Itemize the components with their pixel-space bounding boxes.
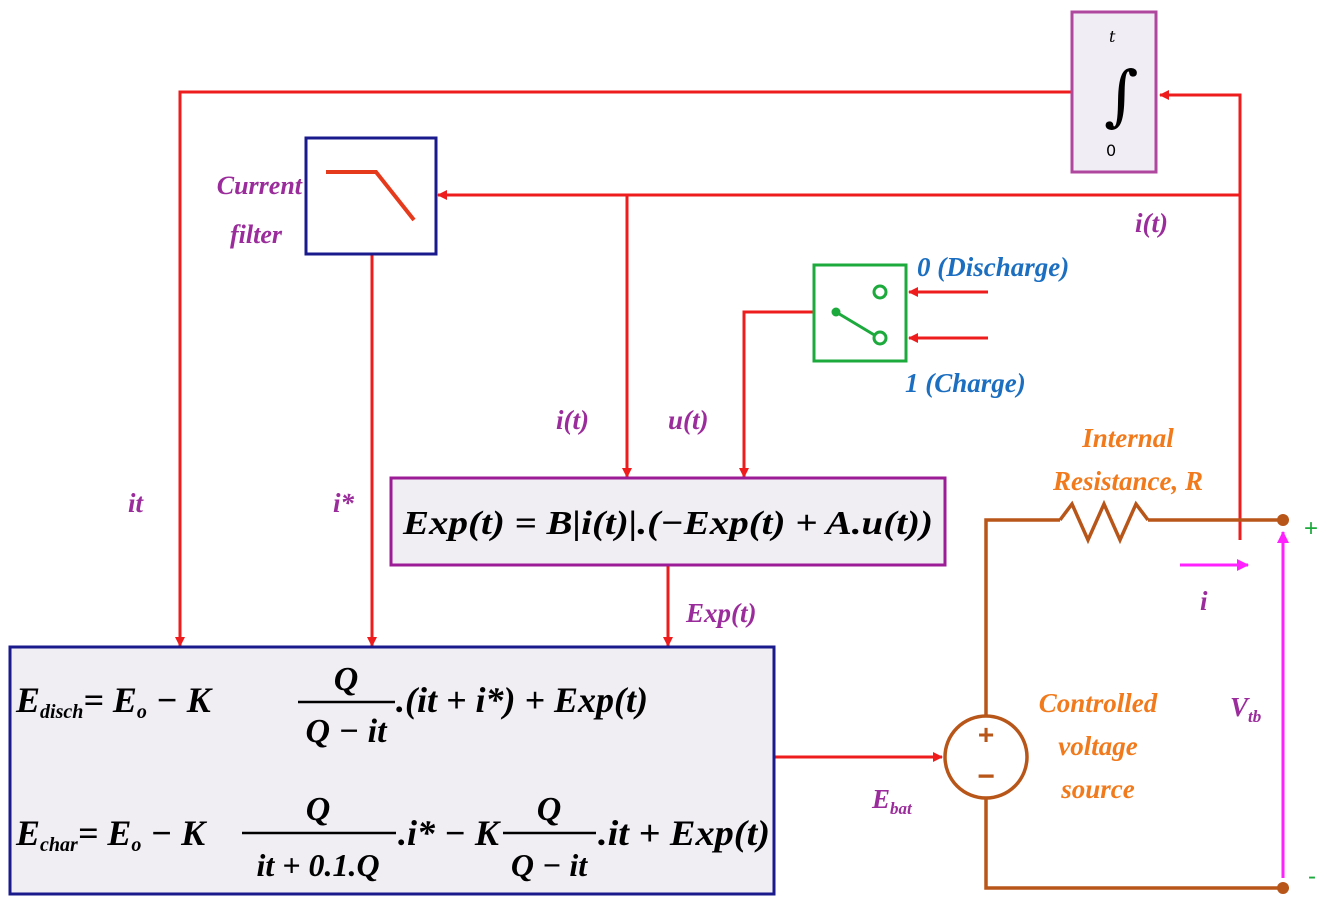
discharge-lhs-sub: disch (40, 701, 83, 723)
wire-u (739, 310, 834, 478)
discharge-lhs: E (15, 680, 40, 720)
charge-lhs-sub: char (40, 834, 78, 856)
minus-terminal-label: - (1308, 863, 1316, 890)
wire-i-to-integrator (1159, 90, 1242, 540)
discharge-k: − K (147, 680, 214, 720)
label-u-t: u(t) (668, 405, 709, 435)
charge-mid: .i* − K (398, 813, 502, 853)
vtb-label: Vtb (1230, 692, 1261, 726)
label-istar: i* (333, 488, 355, 518)
label-exp-t: Exp(t) (685, 598, 757, 628)
switch-label-charge: 1 (Charge) (905, 368, 1026, 398)
controlled-voltage-source (943, 714, 1029, 800)
integrator-upper-limit: t (1109, 27, 1116, 46)
source-minus-sign: − (977, 760, 995, 793)
terminal-plus-dot (1277, 514, 1289, 526)
current-label: i (1200, 586, 1208, 616)
discharge-equation: Edisch= Eo − K Q Q − it .(it + i*) + Exp… (15, 661, 648, 750)
label-i-t-mid: i(t) (556, 405, 589, 435)
terminal-minus-dot (1277, 882, 1289, 894)
switch-contact-0 (872, 284, 888, 300)
charge-frac1-den: it + 0.1.Q (256, 847, 379, 883)
discharge-frac-den: Q − it (305, 713, 388, 750)
source-label-2: voltage (1058, 731, 1137, 761)
circuit-wires (984, 499, 1283, 890)
source-label-1: Controlled (1039, 688, 1158, 718)
charge-eo: = E (78, 813, 132, 853)
source-plus-sign: + (978, 719, 994, 750)
label-ebat: Ebat (871, 784, 913, 818)
exp-block[interactable] (389, 476, 947, 567)
charge-equation: Echar= Eo − K Q it + 0.1.Q .i* − K Q Q −… (15, 791, 770, 883)
exp-equation: Exp(t) = B|i(t)|.(−Exp(t) + A.u(t)) (402, 505, 933, 542)
discharge-eo-sub: o (137, 701, 147, 723)
charge-eo-sub: o (131, 834, 141, 856)
wire-it (175, 90, 1072, 647)
resistance-label-2: Resistance, R (1052, 466, 1203, 496)
resistor-zigzag (1058, 499, 1150, 545)
lowpass-filter-icon (326, 170, 416, 222)
plus-terminal-label: + (1304, 515, 1318, 542)
wire-top-left (984, 518, 1060, 716)
switch-label-discharge: 0 (Discharge) (917, 252, 1069, 282)
discharge-eo: = E (83, 680, 137, 720)
integral-sign: ∫ (1104, 57, 1138, 134)
battery-equation-block[interactable] (8, 645, 776, 896)
source-label-3: source (1060, 774, 1135, 804)
charge-frac1-num: Q (306, 791, 331, 828)
label-i-t-top: i(t) (1135, 208, 1168, 238)
integrator-block[interactable] (1070, 10, 1158, 174)
discharge-frac-num: Q (334, 661, 359, 698)
current-filter-label-1: Current (217, 171, 303, 200)
signal-wires (175, 90, 1242, 762)
charge-frac2-num: Q (537, 791, 562, 828)
svg-text:Edisch= Eo − K: Edisch= Eo − K (15, 680, 214, 723)
label-it: it (128, 488, 145, 518)
charge-lhs: E (15, 813, 40, 853)
charge-tail: .it + Exp(t) (598, 813, 770, 853)
wire-bottom (984, 798, 1283, 890)
discharge-tail: .(it + i*) + Exp(t) (396, 680, 648, 720)
charge-frac2-den: Q − it (511, 847, 588, 883)
current-filter-label-2: filter (230, 220, 283, 249)
switch-contact-1 (872, 330, 888, 346)
switch-lever (835, 310, 877, 338)
integrator-lower-limit: 0 (1106, 141, 1116, 160)
svg-text:Echar= Eo − K: Echar= Eo − K (15, 813, 208, 856)
current-filter-block[interactable] (304, 136, 438, 256)
resistance-label-1: Internal (1081, 423, 1174, 453)
charge-k: − K (141, 813, 208, 853)
mode-switch-block[interactable] (812, 263, 908, 363)
